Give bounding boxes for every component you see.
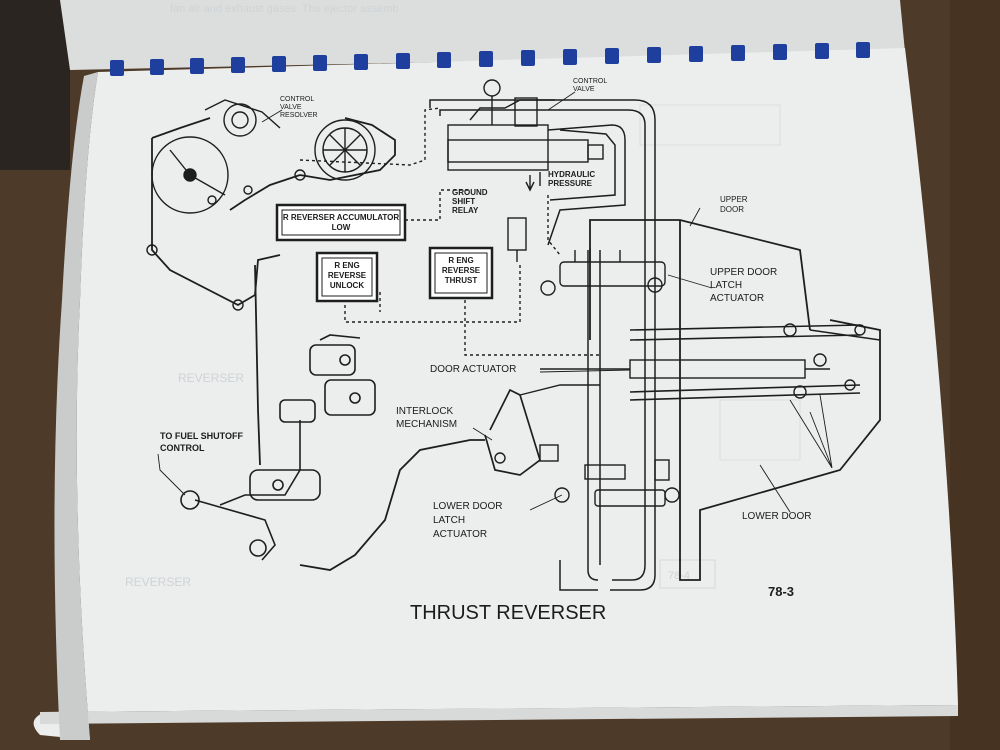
- bleed-side-box: 78-4: [668, 570, 690, 582]
- cable-loop: [151, 117, 396, 307]
- label-upper-door: UPPER DOOR: [720, 195, 748, 214]
- spiral-binding: [110, 42, 870, 76]
- bleed-heading-left: REVERSER: [178, 371, 244, 385]
- label-lower-door: LOWER DOOR: [742, 511, 812, 522]
- label-hydraulic-pressure: HYDRAULIC PRESSURE: [548, 170, 596, 188]
- paper-page: [33, 48, 959, 740]
- label-upper-door-latch-actuator: UPPER DOOR LATCH ACTUATOR: [710, 267, 778, 304]
- annunciator-accumulator-low: R REVERSER ACCUMULATOR LOW: [275, 203, 407, 242]
- lower-door-frame: [699, 319, 881, 560]
- bleed-heading-bottom: REVERSER: [125, 575, 191, 589]
- label-ground-shift-relay: GROUND SHIFT RELAY: [452, 188, 488, 215]
- figure-title: THRUST REVERSER: [410, 602, 606, 624]
- resolver-wheel: [314, 119, 376, 181]
- upper-latch-actuator: [559, 261, 666, 287]
- page-number: 78-3: [768, 584, 794, 599]
- annunciator-reverse-unlock: R ENG REVERSE UNLOCK: [315, 251, 379, 303]
- page-shadow-left: [54, 72, 98, 740]
- diagram-linework: [146, 79, 881, 591]
- dark-corner: [0, 0, 70, 170]
- right-dark-strip: [950, 0, 1000, 750]
- accumulator-low-text: R REVERSER ACCUMULATOR LOW: [282, 213, 400, 232]
- label-door-actuator: DOOR ACTUATOR: [430, 364, 517, 375]
- label-lower-door-latch-actuator: LOWER DOOR LATCH ACTUATOR: [433, 501, 503, 540]
- label-interlock-mechanism: INTERLOCK MECHANISM: [396, 406, 458, 430]
- fuel-shutoff-linkage: [180, 334, 376, 561]
- label-control-valve: CONTROL VALVE: [573, 78, 607, 93]
- bleedthrough: REVERSER REVERSER 78-4: [125, 104, 801, 589]
- reverse-unlock-text: R ENG REVERSE UNLOCK: [327, 261, 367, 290]
- reverse-thrust-text: R ENG REVERSE THRUST: [441, 256, 481, 285]
- annunciator-reverse-thrust: R ENG REVERSE THRUST: [428, 246, 494, 300]
- page-bottom-edge: [40, 705, 958, 724]
- label-to-fuel-shutoff-control: TO FUEL SHUTOFF CONTROL: [160, 431, 244, 453]
- page-header-text: fan air and exhaust gases. The ejector a…: [170, 3, 399, 15]
- label-control-valve-resolver: CONTROL VALVE RESOLVER: [280, 96, 318, 119]
